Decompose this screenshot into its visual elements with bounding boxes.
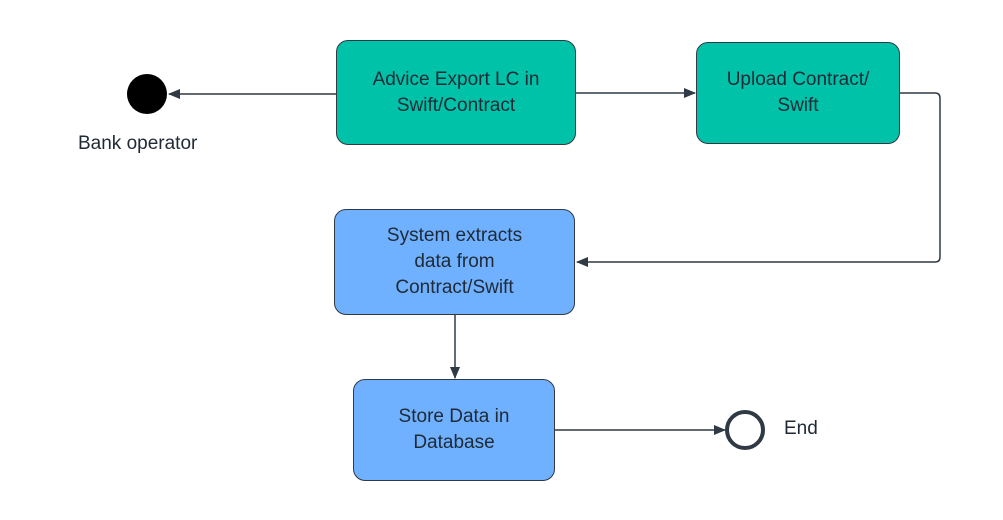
edge-upload-to-extract xyxy=(576,92,941,267)
end-node-icon xyxy=(725,410,765,450)
node-store-data-text: Store Data in Database xyxy=(398,406,510,453)
start-node-label: Bank operator xyxy=(78,133,198,154)
node-system-extracts-text: System extracts data from Contract/Swift xyxy=(386,225,523,298)
node-upload-contract: Upload Contract/ Swift xyxy=(696,42,900,144)
node-advice-export-lc: Advice Export LC in Swift/Contract xyxy=(336,40,576,145)
end-node-label: End xyxy=(784,418,818,439)
start-node-icon xyxy=(127,74,167,114)
node-store-data: Store Data in Database xyxy=(353,379,555,481)
node-upload-contract-text: Upload Contract/ Swift xyxy=(726,69,870,116)
node-advice-export-lc-text: Advice Export LC in Swift/Contract xyxy=(372,68,540,116)
node-system-extracts: System extracts data from Contract/Swift xyxy=(334,209,575,315)
